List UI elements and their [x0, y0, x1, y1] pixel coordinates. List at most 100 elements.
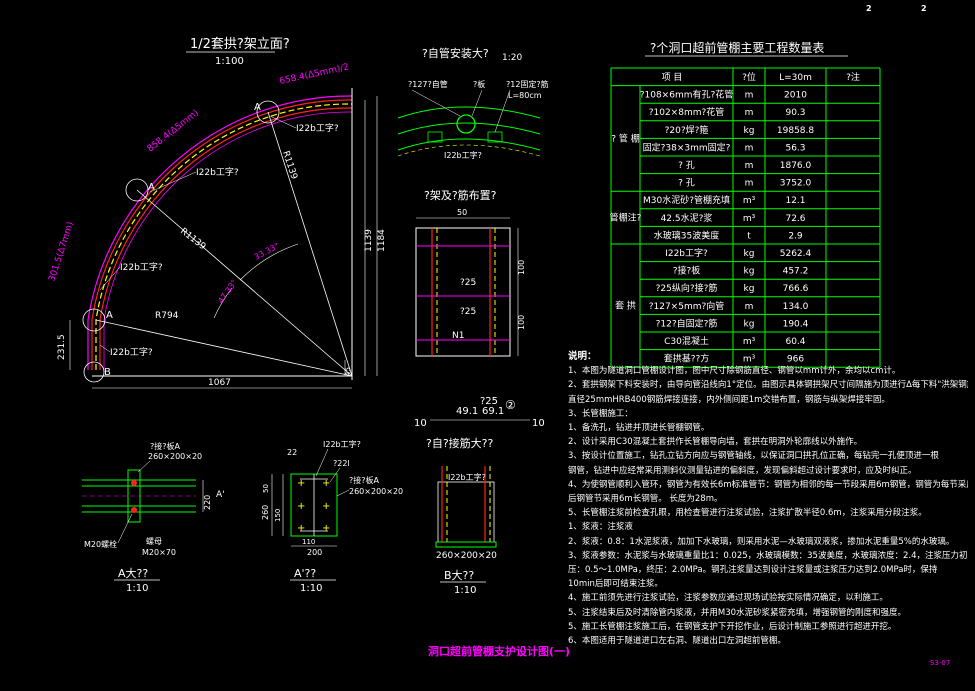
- table-cell-unit: kg: [744, 319, 755, 329]
- b-base-plate: [435, 541, 497, 548]
- note-line: 3、浆液参数：水泥浆与水玻璃重量比1：0.025，水玻璃模数：35波美度，水玻璃…: [568, 550, 968, 561]
- joint-label-b: B: [104, 367, 111, 378]
- half-arch-elevation: 1/2套拱?架立面? 1:100 658.4(Δ5mm)/2: [47, 36, 387, 389]
- guide-pipe-circle: [456, 114, 476, 134]
- frame-layout-title: ?架及?筋布置?: [424, 188, 497, 202]
- table-cell-qty: 19858.8: [777, 126, 814, 136]
- joint-label-a3: A: [106, 310, 113, 321]
- table-cell-item: 水玻璃35波美度: [654, 229, 719, 241]
- table-cell-unit: kg: [744, 267, 755, 277]
- leader-plate: [471, 89, 483, 117]
- frame-dim-10b: 10: [532, 418, 545, 429]
- plate-label: ?板: [473, 79, 485, 89]
- table-cell-item: ?接?板: [673, 265, 701, 277]
- table-cell-item: ?108×6mm有孔?花管: [640, 89, 734, 101]
- a2-dim-260: 260: [261, 505, 270, 520]
- note-line: 5、长管棚注浆前检查孔眼，用检查管进行注浆试验，注浆扩散半径0.6m，注浆采用分…: [568, 508, 927, 519]
- table-header-qty: L=30m: [779, 73, 812, 83]
- arc-low-label: 301.5(Δ7mm): [47, 221, 76, 283]
- frame-dim-100b: 100: [517, 315, 526, 330]
- a-prime-label: A': [216, 490, 225, 500]
- dim-1139-label: 1139: [364, 229, 374, 252]
- table-header-unit: ?位: [742, 71, 756, 83]
- pipe-detail-title: ?自管安装大?: [422, 46, 489, 60]
- table-cell-unit: kg: [744, 249, 755, 259]
- table-cell-unit: m: [745, 179, 754, 189]
- table-cell-unit: m³: [743, 337, 756, 347]
- table-group-name: ? 管 棚: [611, 132, 640, 144]
- table-cell-item: ?12?自固定?筋: [656, 317, 718, 329]
- table-cell-unit: m: [745, 91, 754, 101]
- a2-lbl-i22b: I22b工字?: [323, 439, 361, 449]
- radius-line-1: [136, 189, 353, 377]
- a2-bolt-3: +: [297, 501, 305, 512]
- table-cell-unit: m: [745, 143, 754, 153]
- angle-label-2: 47.33°: [216, 278, 239, 305]
- table-cell-item: I22b工字?: [665, 247, 708, 259]
- pipe-install-detail: ?自管安装大? 1:20 ?127?自管 ?板 ?12固定?筋 L=80cm I…: [397, 46, 549, 160]
- a-leader-plate: [137, 460, 151, 473]
- frame-bar-label-2: ?25: [460, 307, 476, 317]
- a-bolt-1: [131, 480, 137, 486]
- dim-45-label: 45: [344, 367, 352, 376]
- note-line: 1、浆液：注浆液: [568, 522, 633, 533]
- note-line: 压：0.5～1.0MPa，终压：2.0MPa。钢孔注浆量达到设计注浆量或注浆压力…: [568, 565, 938, 576]
- table-cell-qty: 1876.0: [780, 161, 812, 171]
- a-plate: [127, 469, 141, 523]
- table-cell-item: ?102×8mm?花管: [649, 106, 725, 118]
- a2-lbl-22l: ?22l: [333, 459, 350, 468]
- detail-a-scale: 1:10: [126, 583, 148, 594]
- a-bolt-label: M20螺栓: [84, 539, 117, 549]
- table-cell-qty: 134.0: [783, 302, 809, 312]
- outer-arch-line: [87, 95, 353, 370]
- detail-a: ?接?板A 260×200×20 M20螺栓 螺母 M20×70 A' 220 …: [82, 441, 225, 594]
- i22b-label-1: I22b工字?: [296, 122, 339, 134]
- table-cell-item: C30混凝土: [664, 335, 709, 347]
- table-cell-item: 套拱基??方: [664, 353, 710, 365]
- leader-pipe: [411, 89, 461, 117]
- table-cell-unit: t: [747, 231, 751, 241]
- r794-label: R794: [155, 311, 179, 321]
- joint-circle-3: [82, 308, 106, 332]
- r1139-label-a: R1139: [280, 150, 299, 181]
- table-cell-item: ?127×5mm?向管: [649, 300, 725, 312]
- radius-line-3: [95, 319, 353, 377]
- leader-line-1: [269, 115, 297, 129]
- note-line: 5、施工长管棚注浆施工后，在钢管支护下开挖作业，后设计制施工参照进行超进开挖。: [568, 621, 897, 632]
- detail-b-scale: 1:10: [454, 585, 476, 596]
- a-bolt-size: M20×70: [142, 548, 176, 557]
- frame-bar-label-1: ?25: [460, 278, 476, 288]
- i22b-label-3: I22b工字?: [120, 261, 163, 273]
- pipe-length-label: L=80cm: [508, 91, 542, 100]
- a-plate-size: 260×200×20: [148, 452, 202, 461]
- table-cell-qty: 2010: [784, 91, 807, 101]
- table-grid: [610, 67, 881, 368]
- table-cell-unit: m: [745, 108, 754, 118]
- frame-dim-100a: 100: [517, 260, 526, 275]
- table-cell-qty: 90.3: [785, 108, 805, 118]
- detail-a-title: A大??: [118, 566, 148, 580]
- table-group-name: 套 拱: [615, 300, 636, 312]
- table-cell-unit: m: [745, 161, 754, 171]
- elevation-scale: 1:100: [215, 56, 244, 67]
- steel-arch-outer: [91, 99, 353, 370]
- steel-arch-dashed: [95, 103, 353, 370]
- table-group-name: 管棚注?: [610, 212, 642, 224]
- detail-b: ?自?接筋大?? I22b工字? 260×200×20 B大?? 1:10: [426, 436, 497, 596]
- steel-arch-inner: [99, 107, 353, 370]
- corner-mark-2: 2: [921, 4, 927, 13]
- table-cell-item: 固定?38×3mm固定?: [643, 141, 731, 153]
- frame-dim-10a: 10: [414, 418, 427, 429]
- r1139-label-b: R1139: [178, 226, 207, 252]
- frame-layout-detail: ?架及?筋布置? 50 100 100 ?25 ?25 N1 ?25 49.1 …: [414, 188, 545, 429]
- note-line: 1、备洗孔，钻进并顶进长管棚钢管。: [568, 423, 710, 434]
- a2-bolt-1: +: [297, 478, 305, 489]
- notes-lines: 1、本图为隧道洞口管棚设计图，图中尺寸除钢筋直径、钢管以mm计外，余均以cm计。…: [568, 364, 968, 648]
- notes-heading: 说明：: [568, 351, 597, 362]
- table-cell-qty: 12.1: [785, 196, 805, 206]
- table-cell-unit: m: [745, 302, 754, 312]
- a2-bolt-2: +: [322, 478, 330, 489]
- radius-line-2: [267, 111, 353, 377]
